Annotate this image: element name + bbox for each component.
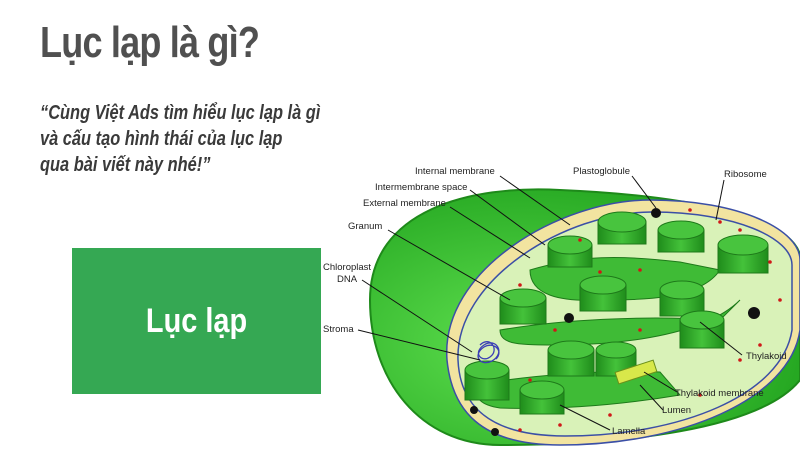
label-lamella: Lamella (612, 426, 646, 437)
plastoglobule (748, 307, 760, 319)
thylakoid-membrane-highlight (614, 359, 658, 385)
label-thylakoid: Thylakoid (746, 351, 787, 362)
label-thylakoid-membrane: Thylakoid membrane (675, 388, 764, 399)
label-intermembrane-space: Intermembrane space (375, 182, 467, 193)
label-plastoglobule: Plastoglobule (573, 166, 630, 177)
label-chloroplast-dna: DNA (337, 274, 358, 285)
quote-line: “Cùng Việt Ads tìm hiểu lục lạp là gì (40, 102, 321, 124)
plastoglobule (491, 428, 499, 436)
ribosomes (518, 208, 782, 432)
plastoglobule (564, 313, 574, 323)
granum-stack (464, 211, 769, 415)
page-title: Lục lạp là gì? (40, 18, 260, 67)
topic-card-label: Lục lạp (145, 301, 248, 340)
label-ribosome: Ribosome (724, 169, 767, 180)
label-internal-membrane: Internal membrane (415, 166, 495, 177)
quote-line: và cấu tạo hình thái của lục lạp (40, 128, 283, 150)
plastoglobule (651, 208, 661, 218)
intro-quote: “Cùng Việt Ads tìm hiểu lục lạp là gì và… (40, 100, 335, 178)
chloroplast-dna (477, 341, 500, 364)
label-stroma: Stroma (323, 324, 354, 335)
quote-line: qua bài viết này nhé!” (40, 154, 211, 176)
label-lumen: Lumen (662, 405, 691, 416)
plastoglobule (470, 406, 478, 414)
label-chloroplast-dna: Chloroplast (323, 262, 371, 273)
label-external-membrane: External membrane (363, 198, 446, 209)
topic-card: Lục lạp (72, 248, 321, 394)
label-granum: Granum (348, 221, 382, 232)
